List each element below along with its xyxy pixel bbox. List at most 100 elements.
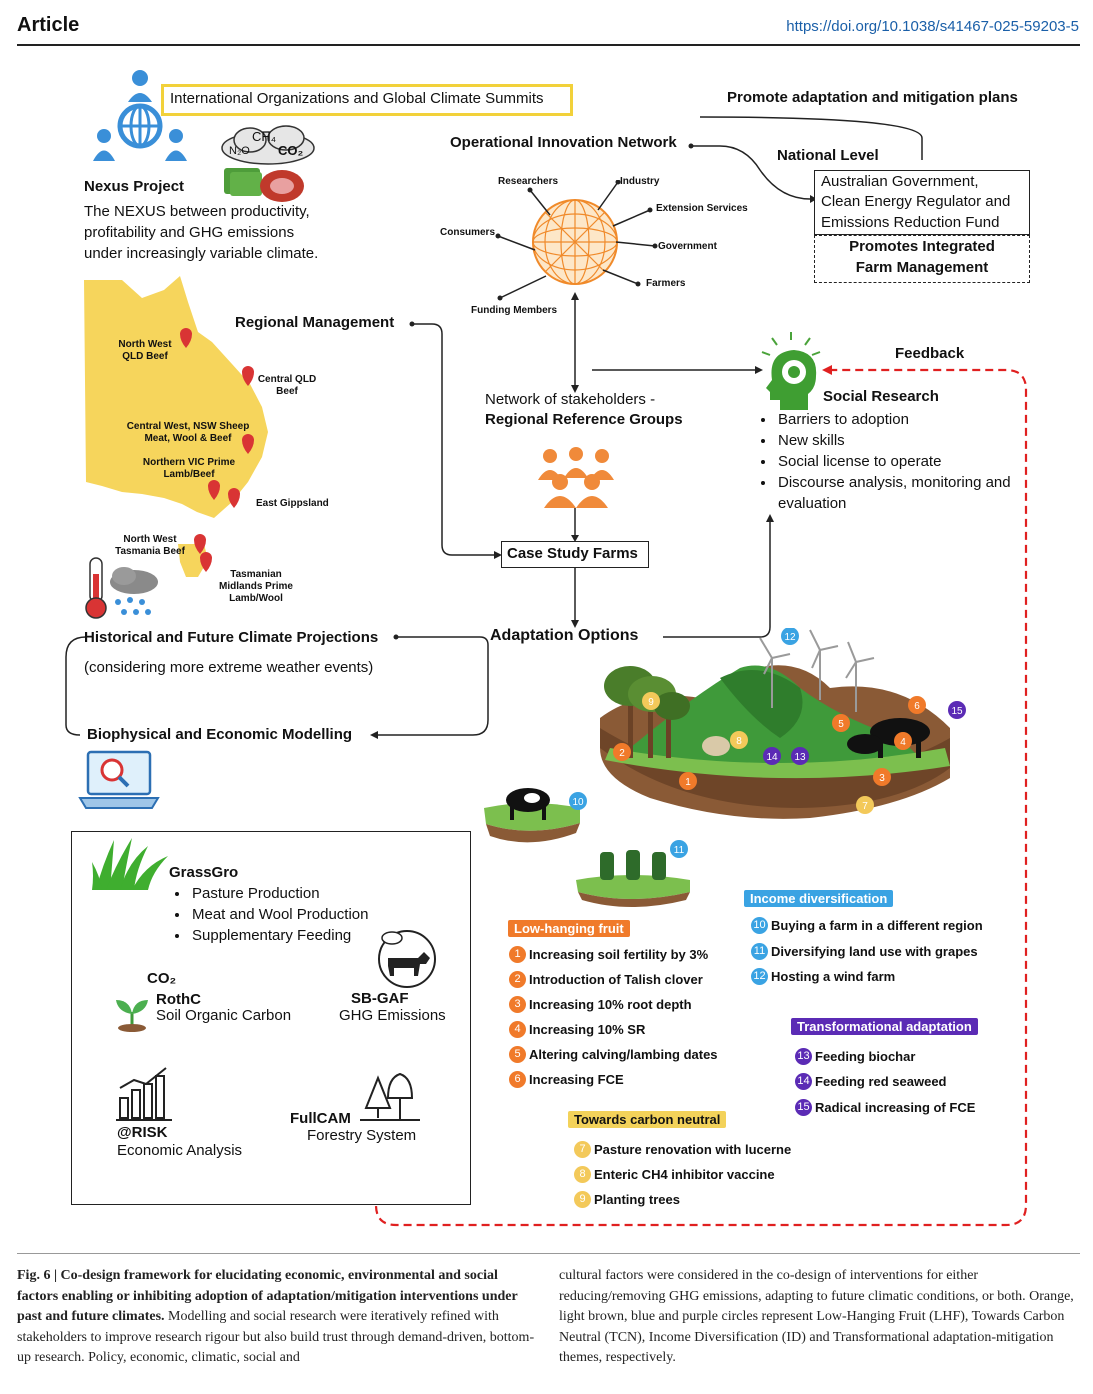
tcn-heading: Towards carbon neutral bbox=[568, 1111, 727, 1128]
option-number: 9 bbox=[574, 1191, 591, 1208]
climate-title: Historical and Future Climate Projection… bbox=[84, 629, 379, 646]
national-box: Australian Government, Clean Energy Regu… bbox=[814, 170, 1030, 235]
models-box bbox=[71, 831, 471, 1205]
modelling-title: Biophysical and Economic Modelling bbox=[87, 726, 353, 743]
option-number: 6 bbox=[509, 1071, 526, 1088]
option-number: 5 bbox=[509, 1046, 526, 1063]
option-label: Increasing 10% root depth bbox=[529, 997, 692, 1012]
forest-icon bbox=[360, 1072, 420, 1121]
svg-text:6: 6 bbox=[914, 701, 920, 712]
grassgro-item: Supplementary Feeding bbox=[190, 925, 450, 946]
caption-rule bbox=[17, 1253, 1080, 1254]
option-label: Planting trees bbox=[594, 1192, 680, 1207]
node-researchers: Researchers bbox=[498, 176, 559, 187]
svg-text:1: 1 bbox=[685, 777, 691, 788]
option-number: 8 bbox=[574, 1166, 591, 1183]
intl-orgs-box: International Organizations and Global C… bbox=[161, 84, 573, 116]
sbgaf-title: SB-GAF bbox=[351, 990, 409, 1007]
site-tas-midlands: Tasmanian Midlands Prime Lamb/Wool bbox=[219, 569, 293, 604]
site-nw-tasmania: North West Tasmania Beef bbox=[115, 534, 185, 557]
svg-text:15: 15 bbox=[951, 706, 963, 717]
brain-head-icon bbox=[761, 332, 821, 410]
option-label: Diversifying land use with grapes bbox=[771, 944, 978, 959]
grassgro-title: GrassGro bbox=[169, 864, 239, 881]
co2-label: CO₂ bbox=[147, 970, 177, 987]
option-label: Increasing soil fertility by 3% bbox=[529, 947, 709, 962]
gas-co2: CO₂ bbox=[278, 143, 304, 158]
site-central-west-nsw: Central West, NSW Sheep Meat, Wool & Bee… bbox=[126, 421, 250, 444]
site-nw-qld: North West QLD Beef bbox=[118, 339, 172, 362]
national-line-2: Clean Energy Regulator and bbox=[821, 193, 1011, 210]
fullcam-sub: Forestry System bbox=[307, 1127, 417, 1144]
risk-sub: Economic Analysis bbox=[117, 1142, 243, 1159]
social-item: Barriers to adoption bbox=[776, 409, 1036, 430]
option-number: 15 bbox=[795, 1099, 812, 1116]
social-list: Barriers to adoption New skills Social l… bbox=[758, 409, 1036, 514]
promotes-line-2: Farm Management bbox=[855, 259, 989, 276]
caption-fig: Fig. 6 | bbox=[17, 1268, 61, 1283]
risk-title: @RISK bbox=[117, 1124, 168, 1141]
ghg-cloud-icon bbox=[221, 125, 315, 202]
nexus-desc-1: The NEXUS between productivity, bbox=[84, 203, 310, 220]
svg-text:14: 14 bbox=[766, 752, 778, 763]
feedback-label: Feedback bbox=[895, 345, 965, 362]
farm-island-illustration: 12 6 15 5 4 9 2 8 14 13 1 3 7 10 11 bbox=[484, 628, 966, 907]
option-number: 13 bbox=[795, 1048, 812, 1065]
nexus-desc-3: under increasingly variable climate. bbox=[84, 245, 319, 262]
case-study-box: Case Study Farms bbox=[501, 541, 649, 568]
network-title: Operational Innovation Network bbox=[450, 134, 677, 151]
grassgro-list: Pasture Production Meat and Wool Product… bbox=[172, 883, 450, 946]
social-title: Social Research bbox=[823, 388, 939, 405]
site-central-qld: Central QLD Beef bbox=[257, 374, 317, 397]
sbgaf-sub: GHG Emissions bbox=[339, 1007, 446, 1024]
option-label: Feeding red seaweed bbox=[815, 1074, 947, 1089]
option-number: 2 bbox=[509, 971, 526, 988]
national-line-3: Emissions Reduction Fund bbox=[821, 214, 1000, 231]
svg-text:4: 4 bbox=[900, 737, 906, 748]
svg-text:11: 11 bbox=[674, 845, 685, 856]
option-label: Increasing 10% SR bbox=[529, 1022, 646, 1037]
intl-orgs-label: International Organizations and Global C… bbox=[170, 90, 544, 107]
grassgro-item: Pasture Production bbox=[190, 883, 450, 904]
option-label: Altering calving/lambing dates bbox=[529, 1047, 718, 1062]
caption-rest-a: Modelling and social research were itera… bbox=[17, 1309, 535, 1365]
gas-ch4: CH₄ bbox=[252, 129, 277, 144]
stakeholders-line-1: Network of stakeholders - bbox=[485, 391, 656, 408]
node-funding: Funding Members bbox=[471, 305, 558, 316]
svg-text:9: 9 bbox=[648, 697, 654, 708]
svg-text:3: 3 bbox=[879, 773, 885, 784]
doi-link[interactable]: https://doi.org/10.1038/s41467-025-59203… bbox=[786, 18, 1079, 35]
promote-label: Promote adaptation and mitigation plans bbox=[727, 89, 1018, 106]
svg-text:13: 13 bbox=[794, 752, 806, 763]
node-consumers: Consumers bbox=[440, 227, 496, 238]
people-group-icon bbox=[538, 447, 614, 508]
nexus-desc-2: profitability and GHG emissions bbox=[84, 224, 295, 241]
node-industry: Industry bbox=[620, 176, 660, 187]
national-title: National Level bbox=[777, 147, 879, 164]
node-government: Government bbox=[658, 241, 717, 252]
bar-chart-icon bbox=[116, 1067, 172, 1121]
option-label: Introduction of Talish clover bbox=[529, 972, 703, 987]
promotes-box: Promotes Integrated Farm Management bbox=[814, 235, 1030, 283]
svg-text:2: 2 bbox=[619, 748, 625, 759]
svg-text:12: 12 bbox=[784, 632, 796, 643]
svg-text:10: 10 bbox=[572, 797, 584, 808]
case-study-label: Case Study Farms bbox=[507, 545, 638, 562]
option-label: Hosting a wind farm bbox=[771, 969, 896, 984]
adaptation-options-label: Adaptation Options bbox=[490, 627, 639, 644]
id-heading: Income diversification bbox=[744, 890, 894, 907]
globe-people-icon bbox=[93, 70, 187, 161]
caption-col-1: Fig. 6 | Co-design framework for elucida… bbox=[17, 1266, 537, 1376]
caption-bold: Co-design framework for elucidating econ… bbox=[17, 1268, 518, 1324]
social-item: Social license to operate bbox=[776, 451, 1036, 472]
network-sphere-icon bbox=[495, 180, 658, 301]
